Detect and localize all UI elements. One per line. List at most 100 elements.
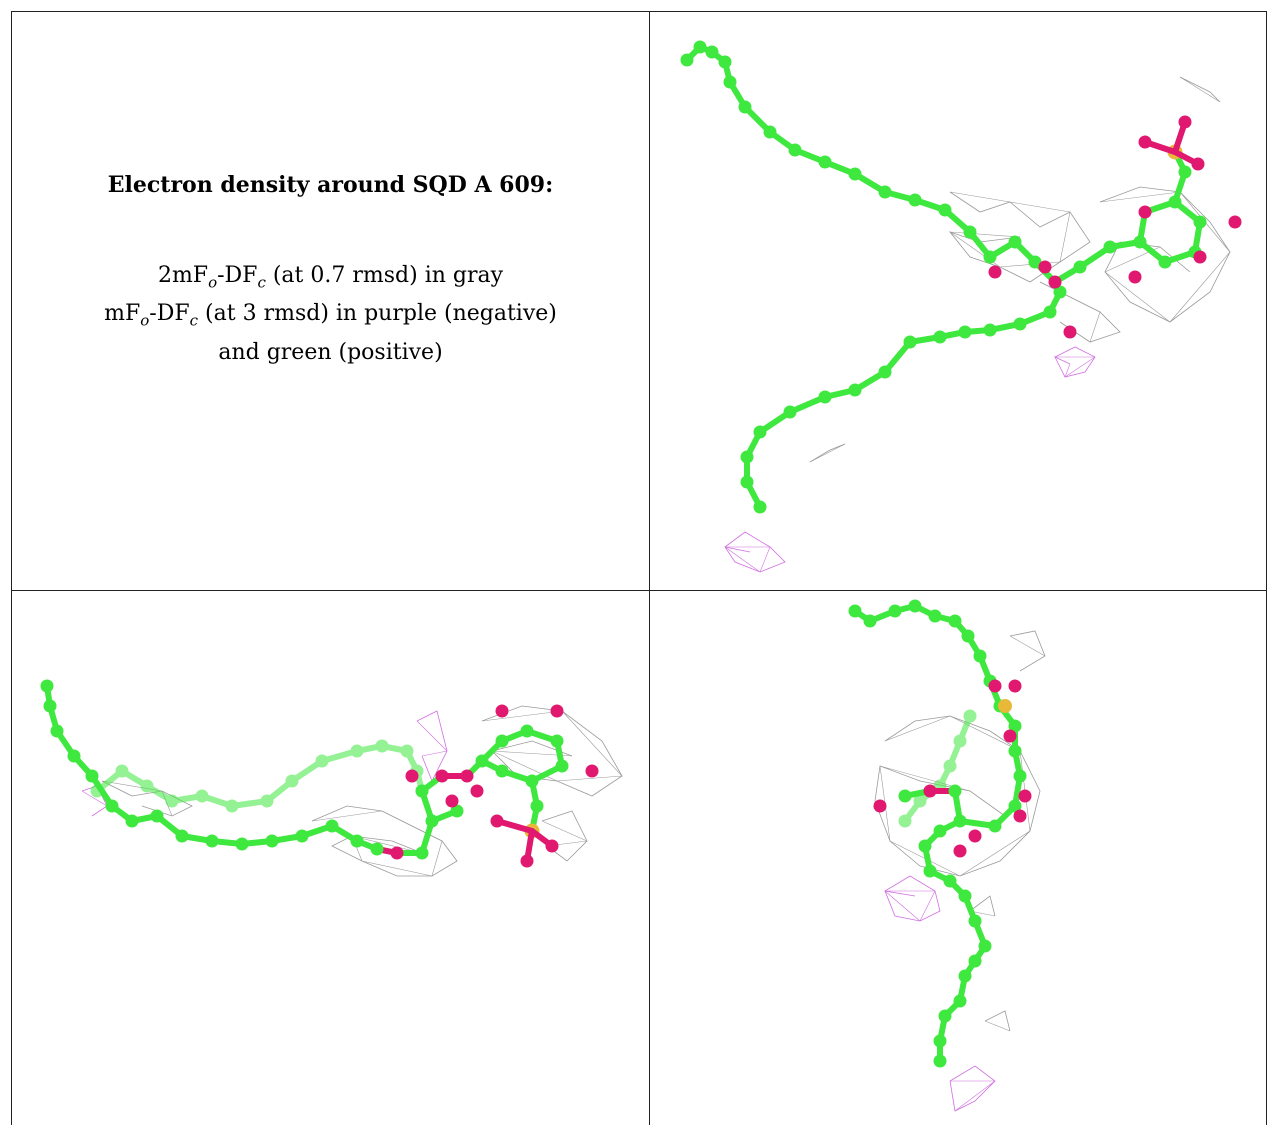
text-purple: (at 3 rmsd) in purple (negative) [198,301,557,327]
density-mesh-purple [949,1065,996,1112]
carbon-atom [943,874,957,888]
oxygen-atom [1128,270,1142,284]
carbon-atom [943,759,957,773]
carbon-atom [370,842,384,856]
oxygen-atom [1191,157,1205,171]
column-divider [649,11,650,1125]
carbon-atom [913,794,927,808]
carbon-atom [978,939,992,953]
carbon-atom [740,475,754,489]
oxygen-atom [923,784,937,798]
carbon-atom [115,764,129,778]
carbon-atom [878,365,892,379]
carbon-atom [1168,195,1182,209]
oxygen-atom [1038,260,1052,274]
sub-o: o [208,273,218,292]
caption-cell: Electron density around SQD A 609: 2mFo-… [12,12,649,590]
density-mesh-gray [984,1010,1011,1032]
carbon-atom [933,1034,947,1048]
carbon-atom [125,814,139,828]
text-mf: mF [104,301,141,327]
carbon-atom [550,734,564,748]
carbon-atom [958,889,972,903]
oxygen-atom [1193,250,1207,264]
caption-title: Electron density around SQD A 609: [107,172,554,198]
text-df: -DF [217,263,258,288]
sub-c: c [189,311,199,330]
carbon-atom [105,799,119,813]
carbon-atom [753,500,767,514]
oxygen-atom [1003,729,1017,743]
sub-o: o [140,311,150,330]
caption-line-green: and green (positive) [218,339,443,365]
carbon-atom [908,193,922,207]
carbon-atom [1133,235,1147,249]
carbon-atom [1158,255,1172,269]
carbon-atom [400,744,414,758]
density-mesh-gray [481,705,623,797]
molecule-render [848,599,1046,1112]
oxygen-atom [1138,135,1152,149]
carbon-atom [753,425,767,439]
text-df: -DF [149,301,190,327]
carbon-atom [948,614,962,628]
carbon-atom [863,614,877,628]
oxygen-atom [585,764,599,778]
oxygen-atom [545,839,559,853]
oxygen-atom [1048,275,1062,289]
oxygen-atom [495,704,509,718]
carbon-atom [495,734,509,748]
carbon-atom [235,837,249,851]
carbon-atom [988,819,1002,833]
sulfur-atom [998,699,1012,713]
carbon-atom [961,629,975,643]
carbon-atom [43,699,57,713]
oxygen-atom [470,784,484,798]
carbon-atom [933,330,947,344]
carbon-atom [495,764,509,778]
carbon-atom [67,749,81,763]
carbon-atom [680,53,694,67]
carbon-atom [150,809,164,823]
carbon-atom [763,125,777,139]
carbon-chain [680,40,997,264]
carbon-atom [350,744,364,758]
carbon-atom [415,846,429,860]
carbon-atom [958,325,972,339]
density-mesh-gray [541,810,588,862]
carbon-atom [968,954,982,968]
text-2mf: 2mF [157,263,209,288]
carbon-atom [195,789,209,803]
oxygen-atom [520,854,534,868]
carbon-atom [705,45,719,59]
carbon-atom [525,774,539,788]
carbon-atom [973,649,987,663]
ligand-view-3 [650,591,1266,1125]
density-mesh-purple [416,710,448,782]
oxygen-atom [550,704,564,718]
carbon-atom [40,679,54,693]
carbon-atom [1008,744,1022,758]
oxygen-atom [460,769,474,783]
carbon-atom [848,604,862,618]
carbon-atom [933,1054,947,1068]
carbon-atom [983,323,997,337]
carbon-atom [1193,215,1207,229]
carbon-atom [898,789,912,803]
carbon-atom [933,824,947,838]
carbon-atom [740,450,754,464]
carbon-atom [1008,719,1022,733]
oxygen-atom [1013,809,1027,823]
carbon-atom [175,829,189,843]
carbon-atom [938,1009,952,1023]
caption-line-2fo: 2mFo-DFc (at 0.7 rmsd) in gray [12,260,649,298]
caption-line-fo: mFo-DFc (at 3 rmsd) in purple (negative) [12,298,649,336]
carbon-atom [375,739,389,753]
carbon-atom [693,40,707,54]
carbon-atom [963,709,977,723]
oxygen-atom [968,829,982,843]
oxygen-atom [1063,325,1077,339]
oxygen-atom [988,265,1002,279]
density-mesh-gray [809,443,846,463]
oxygen-atom [435,769,449,783]
